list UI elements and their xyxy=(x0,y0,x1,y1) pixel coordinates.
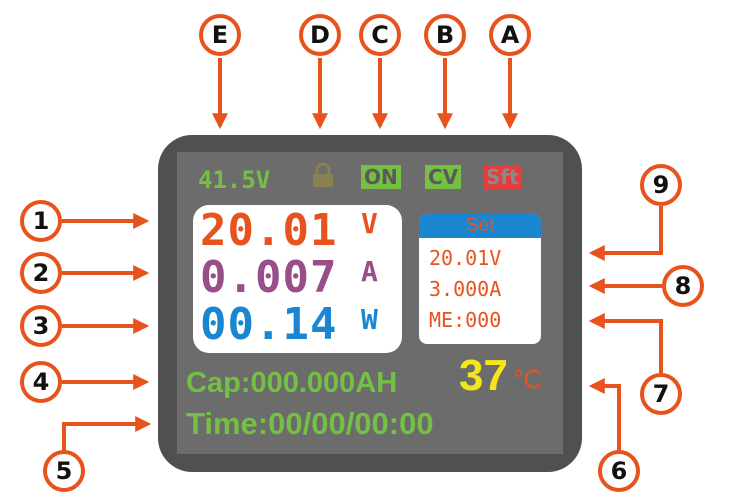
power-unit: W xyxy=(361,303,378,336)
callout-a: A xyxy=(489,14,531,56)
callout-2: 2 xyxy=(20,252,62,294)
current-unit: A xyxy=(361,255,378,288)
voltage-readout: 20.01 xyxy=(200,205,338,256)
callout-d: D xyxy=(299,14,341,56)
set-voltage: 20.01V xyxy=(429,246,502,270)
padlock-icon xyxy=(311,162,335,188)
callout-c: C xyxy=(359,14,401,56)
callout-b: B xyxy=(424,14,466,56)
set-memory: ME:000 xyxy=(429,308,502,332)
callout-3: 3 xyxy=(20,305,62,347)
time-readout: Time:00/00/00:00 xyxy=(186,406,434,441)
callout-e: E xyxy=(199,14,241,56)
callout-7: 7 xyxy=(640,373,682,415)
power-readout: 00.14 xyxy=(200,299,338,350)
arrow-7 xyxy=(588,313,663,373)
mode-badge: CV xyxy=(425,165,462,189)
callout-9: 9 xyxy=(640,164,682,206)
arrow-9 xyxy=(588,206,663,261)
arrow-5 xyxy=(62,416,152,452)
main-readout-panel xyxy=(193,205,402,353)
callout-1: 1 xyxy=(20,200,62,242)
set-current: 3.000A xyxy=(429,277,502,301)
output-state-badge: ON xyxy=(361,165,401,189)
set-panel: Set 20.01V 3.000A ME:000 xyxy=(419,214,541,344)
callout-5: 5 xyxy=(43,450,85,492)
callout-8: 8 xyxy=(662,265,704,307)
current-readout: 0.007 xyxy=(200,252,338,303)
set-panel-header: Set xyxy=(419,214,541,238)
temperature-unit: °C xyxy=(513,364,543,394)
arrow-6 xyxy=(588,378,621,452)
voltage-unit: V xyxy=(361,207,378,240)
sft-badge: Sft xyxy=(483,165,522,189)
temperature-value: 37 xyxy=(459,351,508,400)
capacity-readout: Cap:000.000AH xyxy=(186,367,398,399)
callout-4: 4 xyxy=(20,361,62,403)
input-voltage: 41.5V xyxy=(198,166,271,194)
